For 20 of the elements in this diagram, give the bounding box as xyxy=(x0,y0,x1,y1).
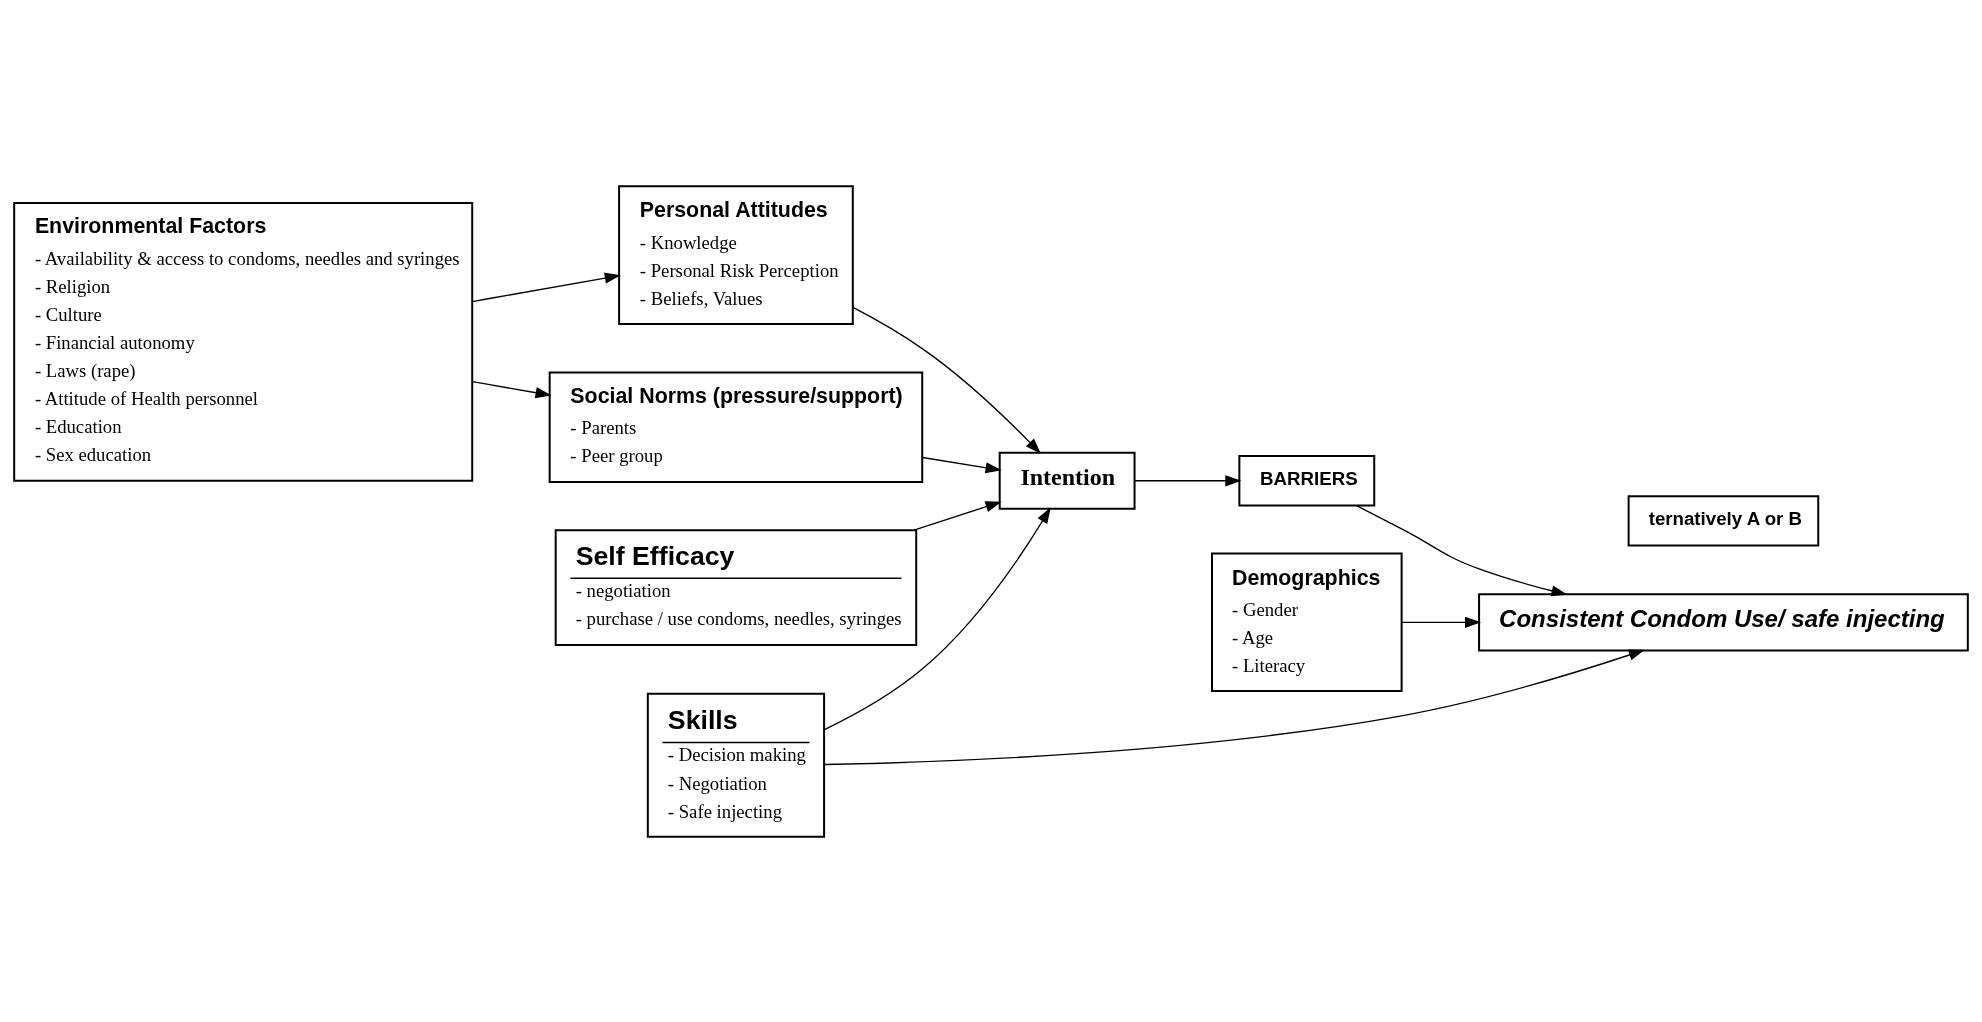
node-box: Environmental Factors - Availability & access to condoms, needles and syringes - Religion - Culture - Financial autonomy - Laws (rape) - Attitude of Health personnel - Education - Sex education xyxy=(13,201,474,482)
node-box: Consistent Condom Use/ safe injecting xyxy=(1478,592,1969,651)
node-box: ternatively A or B xyxy=(1627,494,1820,547)
arrow xyxy=(1134,474,1242,486)
arrow xyxy=(913,500,1002,531)
arrow xyxy=(1356,504,1568,596)
arrow xyxy=(471,380,552,398)
node-box: Demographics - Gender - Age - Literacy xyxy=(1211,552,1403,692)
arrow xyxy=(471,272,621,302)
arrow xyxy=(922,456,1002,473)
node-box: BARRIERS xyxy=(1238,454,1376,506)
arrow xyxy=(823,506,1051,730)
node-box: Intention xyxy=(998,451,1136,510)
node-box: Personal Attitudes - Knowledge - Personal Risk Perception - Beliefs, Values xyxy=(618,184,854,325)
node-box: Social Norms (pressure/support) - Parents - Peer group xyxy=(548,371,924,483)
node-box: Skills - Decision making - Negotiation - Safe injecting xyxy=(646,692,826,838)
arrow xyxy=(823,649,1645,765)
node-box: Self Efficacy - negotiation - purchase / use condoms, needles, syringes xyxy=(554,528,918,646)
arrow xyxy=(1401,616,1482,628)
arrow xyxy=(852,306,1042,454)
